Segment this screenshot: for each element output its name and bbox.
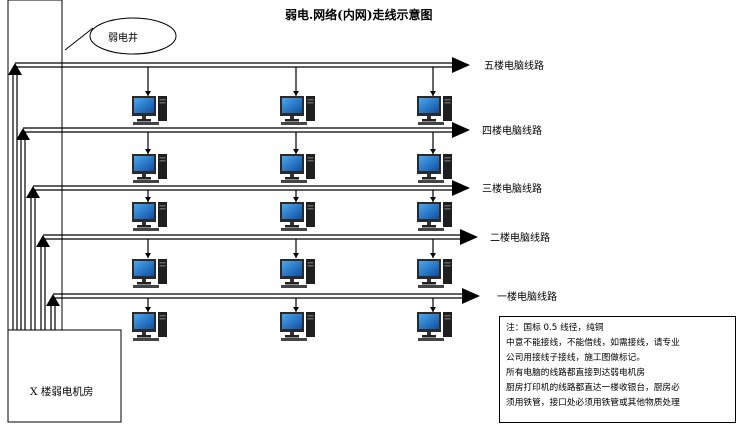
floor-arrow — [462, 288, 480, 304]
computers — [132, 96, 452, 341]
drop-arrow — [430, 91, 436, 96]
computer-icon — [280, 312, 315, 341]
floor-label-5: 五楼电脑线路 — [484, 61, 544, 72]
drop-arrow — [293, 307, 299, 312]
computer-icon — [417, 312, 452, 341]
computer-icon — [280, 154, 315, 183]
floor-arrow — [452, 57, 470, 73]
floor-label-1: 一楼电脑线路 — [497, 292, 557, 303]
note-line: 中意不能接线，不能借线，如需接线，请专业 — [506, 338, 680, 348]
riser-arrow — [16, 128, 30, 140]
drop-arrow — [145, 307, 151, 312]
riser-arrow — [46, 294, 60, 306]
drop-arrow — [430, 307, 436, 312]
floor-label-3: 三楼电脑线路 — [482, 184, 542, 195]
riser-arrow — [26, 186, 40, 198]
computer-icon — [132, 259, 167, 288]
drop-arrow — [430, 253, 436, 258]
computer-icon — [132, 154, 167, 183]
drop-arrow — [430, 197, 436, 202]
drop-arrow — [293, 253, 299, 258]
drop-arrow — [430, 149, 436, 154]
riser-arrow — [36, 235, 50, 247]
shaft-callout — [89, 17, 177, 55]
computer-icon — [417, 259, 452, 288]
drop-arrow — [145, 197, 151, 202]
note-line: 所有电脑的线路都直接到达弱电机房 — [506, 368, 645, 378]
computer-icon — [417, 154, 452, 183]
floor-arrow — [452, 180, 470, 196]
computer-icon — [132, 202, 167, 231]
drop-arrow — [293, 149, 299, 154]
computer-icon — [417, 202, 452, 231]
computer-icon — [417, 96, 452, 125]
drop-arrow — [145, 253, 151, 258]
floor-arrow — [460, 229, 478, 245]
note-line: 厨房打印机的线路都直达一楼收银台，厨房必 — [506, 383, 680, 393]
computer-icon — [132, 312, 167, 341]
computer-icon — [280, 96, 315, 125]
drop-arrow — [145, 91, 151, 96]
computer-icon — [132, 96, 167, 125]
riser-arrow — [8, 63, 22, 75]
drop-arrow — [145, 149, 151, 154]
floor-arrow — [452, 122, 470, 138]
computer-icon — [280, 259, 315, 288]
note-line: 公司用接线子接线，施工图做标记。 — [506, 353, 645, 363]
page-title: 弱电.网络(内网)走线示意图 — [285, 8, 433, 22]
note-line: 须用铁管，接口处必须用铁管或其他物质处理 — [506, 398, 680, 408]
floor-wires — [8, 57, 480, 330]
drop-arrow — [293, 197, 299, 202]
computer-icon — [280, 202, 315, 231]
floor-label-4: 四楼电脑线路 — [482, 126, 542, 137]
note-line: 注：国标 0.5 线径，纯铜 — [506, 323, 604, 333]
drop-arrow — [293, 91, 299, 96]
notes-box: 注：国标 0.5 线径，纯铜 中意不能接线，不能借线，如需接线，请专业 公司用接… — [499, 316, 736, 423]
floor-label-2: 二楼电脑线路 — [490, 233, 550, 244]
room-label: X 楼弱电机房 — [30, 386, 94, 398]
shaft-label: 弱电井 — [108, 33, 138, 44]
